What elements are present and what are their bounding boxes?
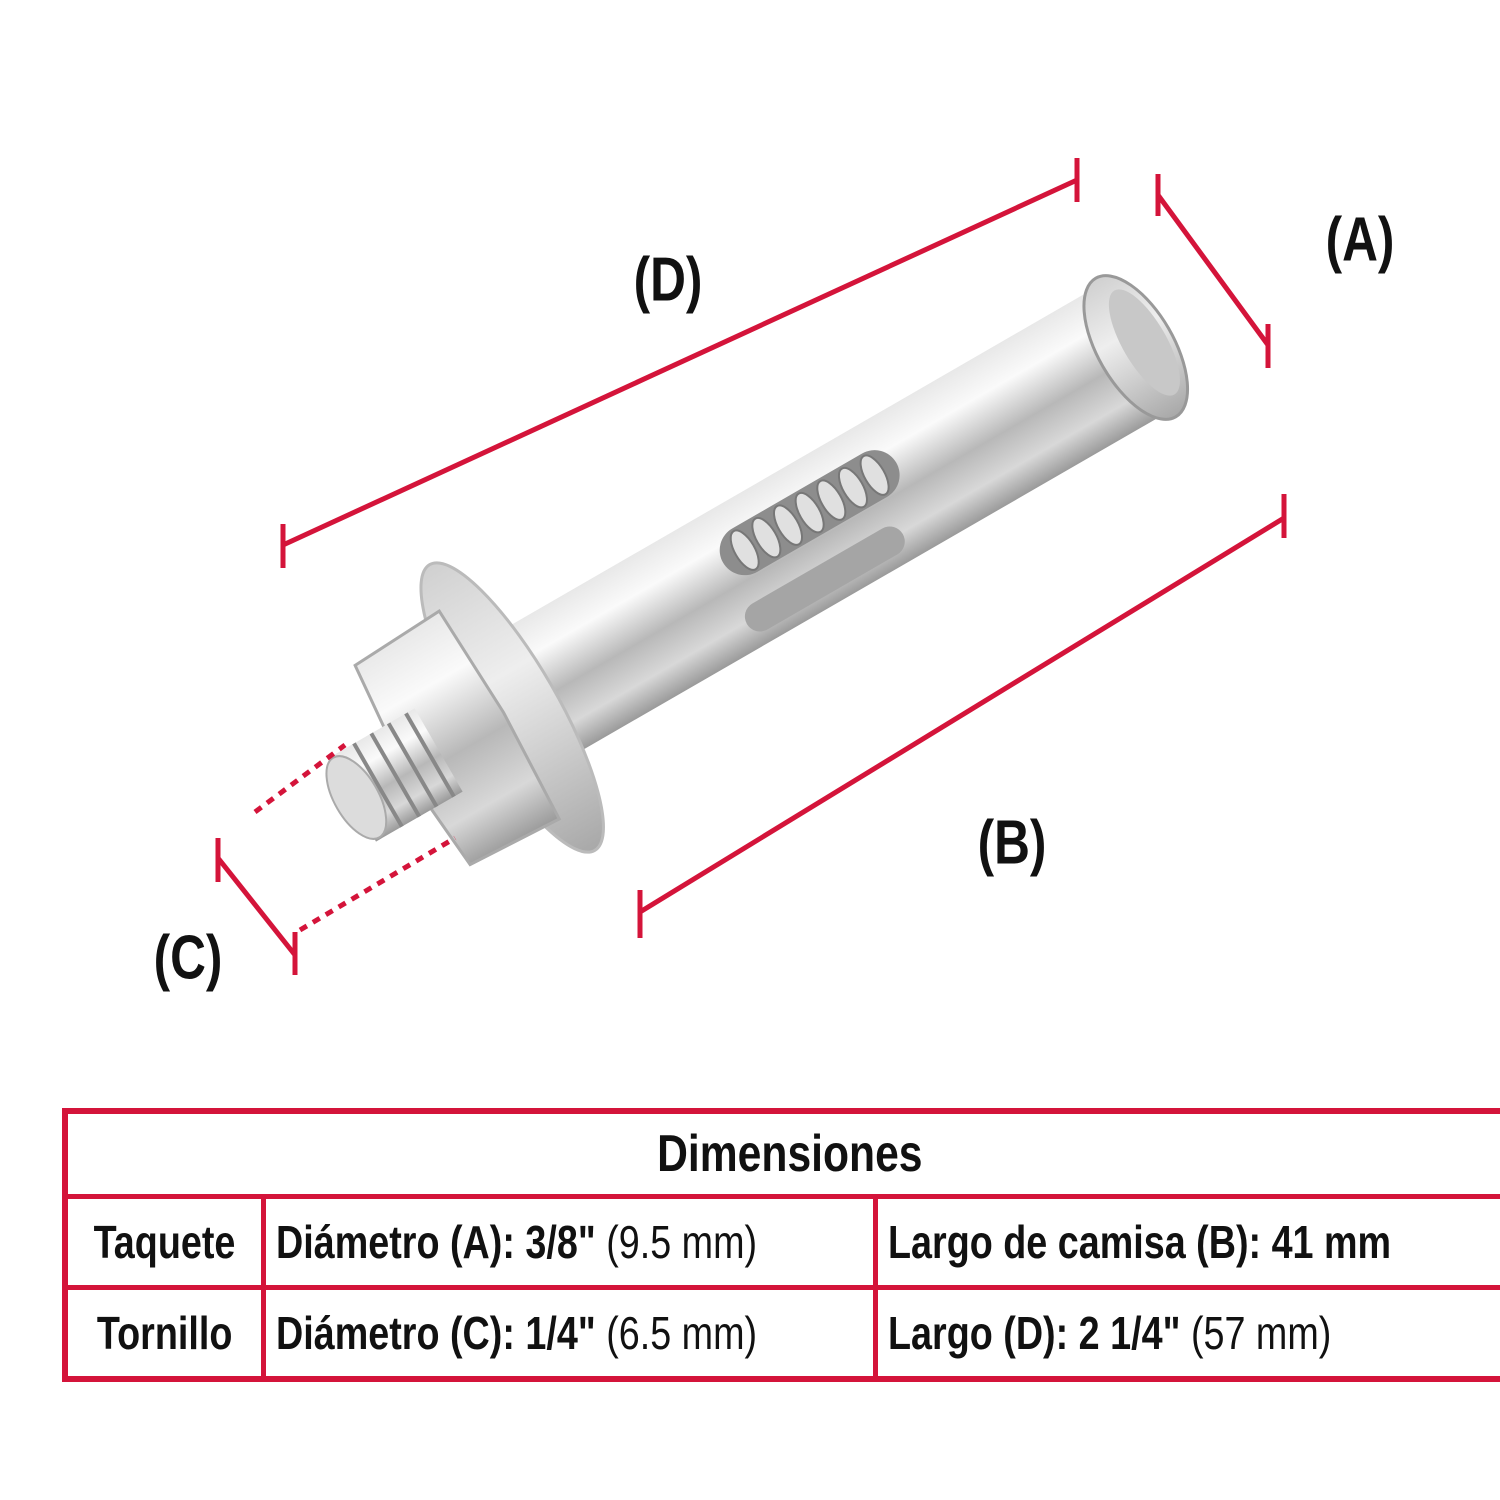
table-row: Taquete Diámetro (A): 3/8" (9.5 mm) Larg…: [62, 1194, 1500, 1290]
anchor-bolt-diagram: [215, 158, 1287, 975]
dimension-lines: [215, 158, 1287, 975]
table-title: Dimensiones: [62, 1108, 1500, 1199]
dotted-guide-bottom: [298, 835, 457, 933]
anchor-bolt: [325, 274, 1190, 867]
label-d: (D): [633, 245, 703, 315]
bolt-tip: [325, 755, 388, 840]
dimensions-table: Dimensiones Taquete Diámetro (A): 3/8" (…: [62, 1108, 1500, 1382]
label-c: (C): [153, 923, 223, 993]
dimension-line-d: [281, 177, 1079, 548]
label-b: (B): [977, 808, 1047, 878]
sleeve-slot-lower: [744, 526, 905, 632]
label-a: (A): [1325, 205, 1395, 275]
part-name: Taquete: [93, 1215, 236, 1268]
dimension-line-c: [216, 856, 297, 957]
dimension-line-a: [1155, 193, 1271, 347]
part-name: Tornillo: [96, 1306, 233, 1359]
dotted-guide-top: [253, 742, 347, 815]
table-row: Tornillo Diámetro (C): 1/4" (6.5 mm) Lar…: [62, 1284, 1500, 1382]
dimension-line-b: [638, 515, 1286, 915]
